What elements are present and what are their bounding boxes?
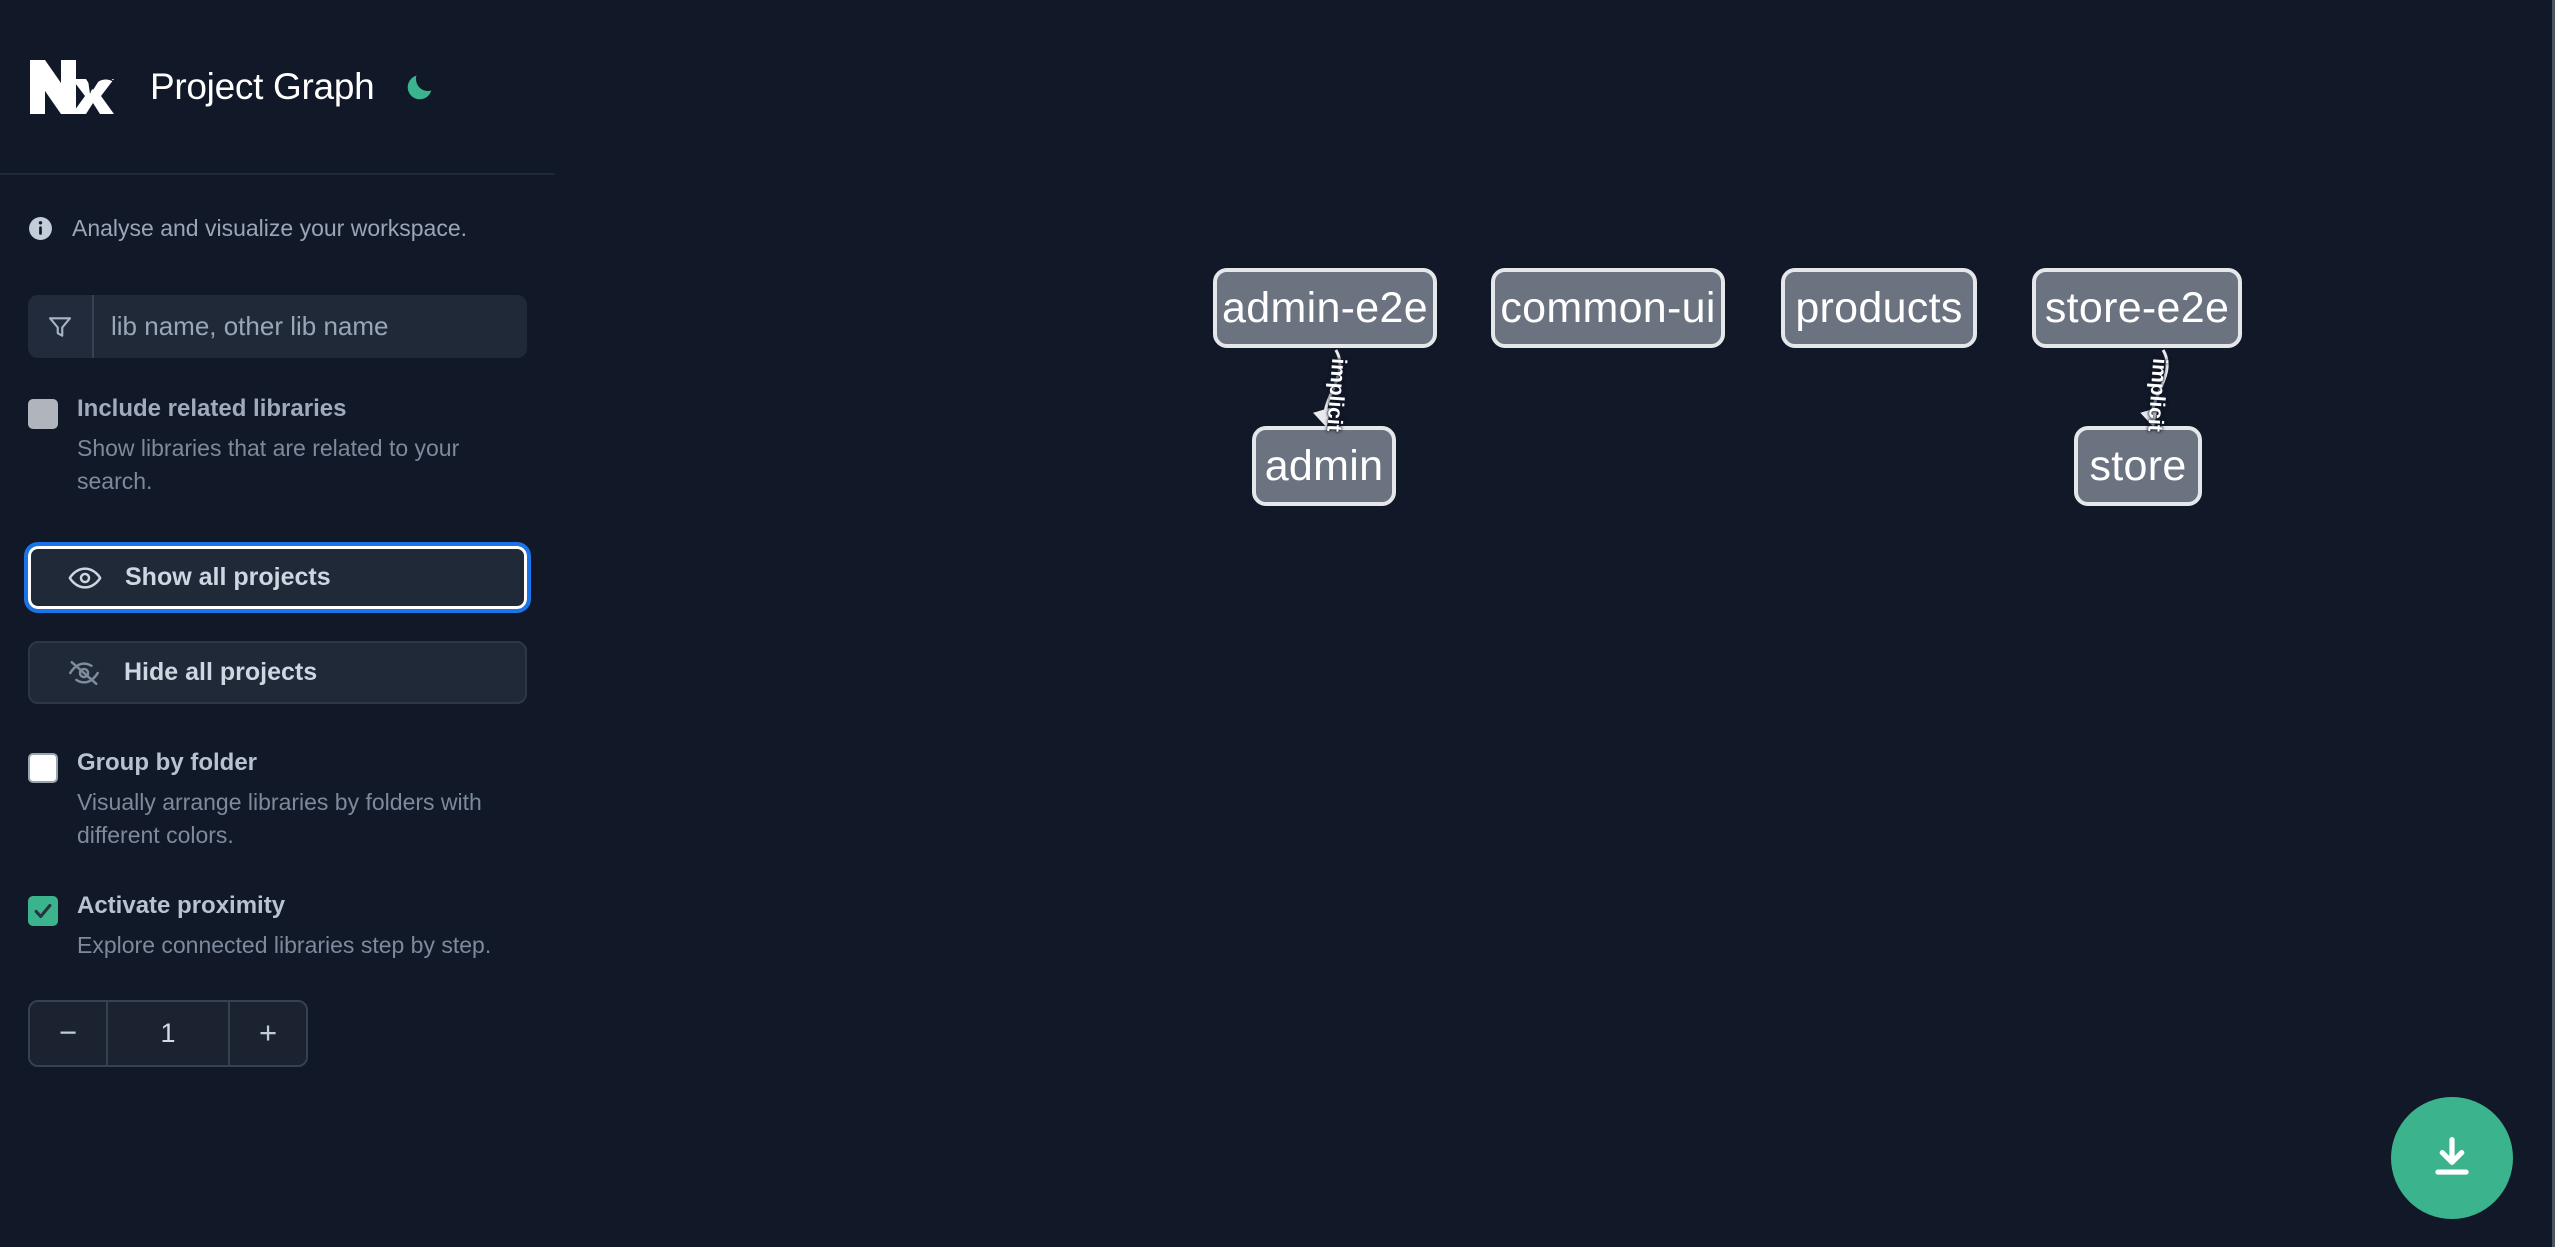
include-related-libraries-checkbox[interactable] <box>28 399 58 429</box>
hide-all-projects-button[interactable]: Hide all projects <box>28 641 527 705</box>
edge-admin-e2e-admin <box>1313 349 1342 428</box>
graph-node-common-ui[interactable]: common-ui <box>1491 268 1725 348</box>
funnel-icon <box>28 295 94 358</box>
group-by-folder-checkbox[interactable] <box>28 753 58 784</box>
proximity-decrement-button[interactable]: − <box>30 1001 108 1065</box>
option-group-by-folder[interactable]: Group by folder Visually arrange librari… <box>28 748 527 852</box>
sidebar-header: Project Graph <box>0 0 555 175</box>
workspace-info: Analyse and visualize your workspace. <box>28 175 527 252</box>
nx-logo <box>30 59 115 114</box>
activate-proximity-description: Explore connected libraries step by step… <box>77 931 492 958</box>
include-related-libraries-label: Include related libraries <box>77 395 347 422</box>
moon-glyph <box>408 75 432 99</box>
sidebar-body: Analyse and visualize your workspace. In… <box>0 175 555 1067</box>
proximity-value: 1 <box>108 1001 228 1065</box>
sidebar: Project Graph Analyse and visualize your… <box>0 0 555 1247</box>
show-all-projects-label: Show all projects <box>125 563 331 592</box>
graph-node-label: products <box>1795 283 1963 332</box>
hide-all-projects-label: Hide all projects <box>124 658 318 687</box>
include-related-libraries-description: Show libraries that are related to your … <box>77 434 460 495</box>
group-by-folder-description: Visually arrange libraries by folders wi… <box>77 789 482 849</box>
download-icon <box>2435 1136 2469 1175</box>
info-circle-icon <box>29 217 52 240</box>
graph-node-products[interactable]: products <box>1781 268 1977 348</box>
activate-proximity-label: Activate proximity <box>77 891 286 919</box>
show-all-projects-button[interactable]: Show all projects <box>24 542 531 614</box>
moon-icon[interactable] <box>402 69 438 105</box>
activate-proximity-checkbox[interactable] <box>28 895 58 926</box>
graph-node-store-e2e[interactable]: store-e2e <box>2032 268 2242 348</box>
graph-node-label: store-e2e <box>2044 283 2230 332</box>
graph-canvas[interactable]: admin-e2e common-ui products store-e2e a… <box>555 0 2552 1247</box>
workspace-info-text: Analyse and visualize your workspace. <box>72 215 468 241</box>
edge-label-store-implicit: implicit <box>2143 357 2172 433</box>
graph-node-label: admin <box>1264 441 1384 490</box>
eye-glyph <box>68 567 102 589</box>
graph-node-store[interactable]: store <box>2074 426 2202 506</box>
graph-node-admin[interactable]: admin <box>1252 426 1396 506</box>
option-activate-proximity[interactable]: Activate proximity Explore connected lib… <box>28 891 527 962</box>
filter-field[interactable] <box>28 295 527 358</box>
graph-edges <box>1313 349 2169 428</box>
graph-node-admin-e2e[interactable]: admin-e2e <box>1213 268 1437 348</box>
graph-node-label: common-ui <box>1500 283 1716 332</box>
check-icon <box>34 903 52 918</box>
eye-icon <box>67 563 103 593</box>
edge-label-admin-implicit: implicit <box>1322 357 1351 433</box>
option-include-related-libraries[interactable]: Include related libraries Show libraries… <box>28 394 527 498</box>
proximity-stepper[interactable]: − 1 + <box>28 999 308 1067</box>
funnel-glyph <box>48 316 72 337</box>
graph-node-label: store <box>2089 441 2187 490</box>
graph-node-label: admin-e2e <box>1222 283 1428 332</box>
page-title: Project Graph <box>150 65 375 107</box>
proximity-increment-button[interactable]: + <box>228 1001 306 1065</box>
eye-slash-icon <box>66 658 102 688</box>
edge-store-e2e-store <box>2140 349 2169 428</box>
search-input[interactable] <box>94 295 527 358</box>
group-by-folder-label: Group by folder <box>77 749 257 777</box>
download-graph-button[interactable] <box>2391 1097 2513 1219</box>
eye-slash-glyph <box>69 660 99 685</box>
